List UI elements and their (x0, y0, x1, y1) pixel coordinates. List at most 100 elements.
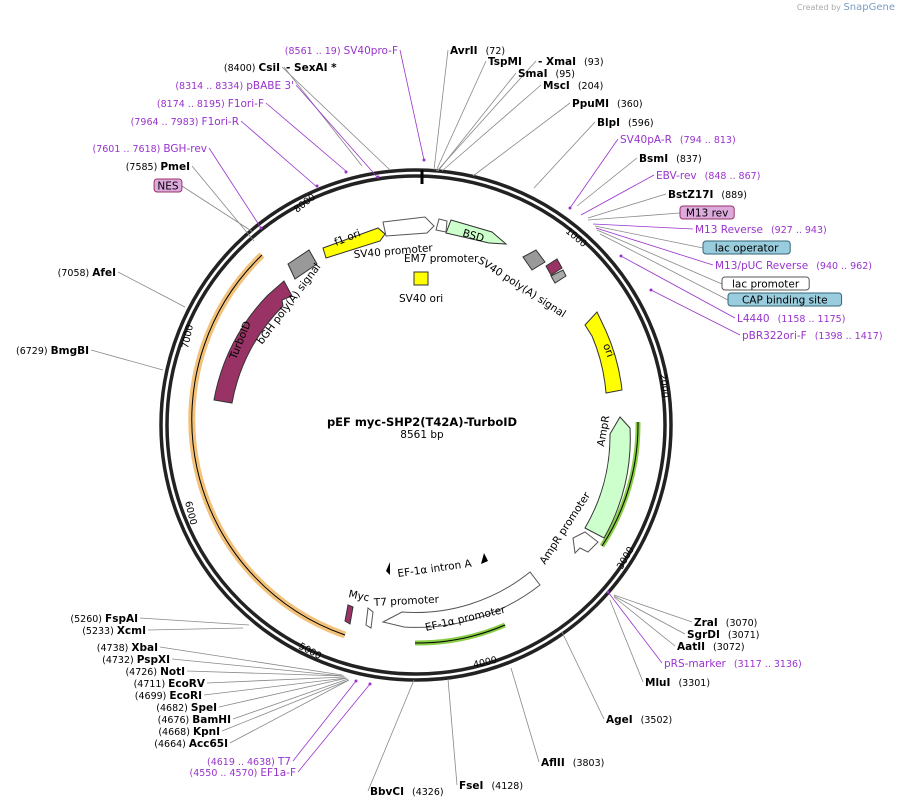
primer-name: F1ori-F (228, 98, 264, 110)
bgh-polya-feature[interactable] (287, 249, 318, 280)
primer-label[interactable]: (4619 .. 4638) T7 (207, 756, 291, 768)
primer-position: (794 .. 813) (680, 135, 736, 146)
enzyme-name: CsiI (259, 62, 280, 74)
primer-label[interactable]: M13/pUC Reverse(940 .. 962) (715, 260, 872, 272)
primer-leader (295, 84, 379, 179)
primer-label[interactable]: L4440(1158 .. 1175) (737, 313, 845, 325)
primer-label[interactable]: SV40pA-R(794 .. 813) (620, 134, 736, 146)
primer-leader (607, 591, 663, 664)
primer-label[interactable]: (7964 .. 7983) F1ori-R (131, 116, 239, 128)
enzyme-position: (5233) (82, 626, 117, 637)
enzyme-site-label[interactable]: SgrDI(3071) (687, 629, 759, 641)
enzyme-site-label[interactable]: (4664) Acc65I (154, 738, 228, 750)
enzyme-site-label[interactable]: (7585) PmeI (126, 161, 190, 173)
enzyme-site-label[interactable]: (5260) FspAI (70, 613, 138, 625)
enzyme-site-label[interactable]: AflII(3803) (541, 757, 604, 769)
enzyme-leader (437, 72, 517, 172)
enzyme-site-label[interactable]: (6729) BmgBI (16, 345, 89, 357)
enzyme-site-label[interactable]: (5233) XcmI (82, 625, 146, 637)
primer-position: (927 .. 943) (771, 225, 827, 236)
t7-feature[interactable] (365, 607, 374, 629)
turboid-feature[interactable] (213, 280, 293, 404)
boxed-feature-box[interactable] (702, 240, 791, 255)
sv40-ori-label: SV40 ori (399, 293, 443, 305)
enzyme-leader (433, 49, 449, 171)
boxed-feature-box[interactable] (679, 205, 735, 220)
primer-label[interactable]: pBR322ori-F(1398 .. 1417) (742, 330, 883, 342)
primer-position: (8174 .. 8195) (157, 99, 228, 110)
enzyme-site-label[interactable]: SmaI(95) (518, 68, 575, 80)
boxed-feature-box[interactable] (727, 292, 843, 307)
enzyme-site-label[interactable]: (4726) NotI (125, 666, 185, 678)
enzyme-site-label[interactable]: (4738) XbaI (97, 642, 158, 654)
enzyme-site-label[interactable]: BbvCI(4326) (370, 786, 444, 798)
sv40-polya-feature[interactable] (522, 249, 546, 271)
primer-name: EBV-rev (656, 170, 697, 182)
enzyme-site-label[interactable]: (4668) KpnI (158, 726, 220, 738)
primer-label[interactable]: (8561 .. 19) SV40pro-F (285, 45, 398, 57)
primer-name: BGH-rev (163, 143, 207, 155)
enzyme-site-label[interactable]: BlpI(596) (597, 117, 654, 129)
enzyme-leader (186, 670, 345, 677)
primer-label[interactable]: EBV-rev(848 .. 867) (656, 170, 760, 182)
primer-leader (208, 147, 262, 229)
f1-ori-feature[interactable] (322, 227, 386, 259)
ori-feature[interactable] (584, 311, 623, 394)
enzyme-site-label[interactable]: BstZ17I(889) (668, 189, 747, 201)
enzyme-site-label[interactable]: - XmaI(93) (538, 56, 604, 68)
ampr-feature[interactable] (584, 416, 631, 539)
enzyme-site-label[interactable]: (7058) AfeI (58, 267, 116, 279)
enzyme-site-label[interactable]: MscI(204) (543, 80, 603, 92)
enzyme-name: AvrII (450, 45, 478, 57)
primer-label[interactable]: (7601 .. 7618) BGH-rev (93, 143, 207, 155)
enzyme-site-label[interactable]: (4732) PspXI (102, 654, 170, 666)
enzyme-position: (7058) (58, 268, 93, 279)
enzyme-site-label[interactable]: MluI(3301) (645, 677, 710, 689)
myc-feature[interactable] (344, 604, 354, 625)
sv40-promoter-feature[interactable] (382, 216, 435, 237)
enzyme-position: (95) (556, 69, 576, 80)
enzyme-site-label[interactable]: (4676) BamHI (158, 714, 231, 726)
features (213, 216, 631, 629)
primer-label[interactable]: pRS-marker(3117 .. 3136) (664, 658, 802, 670)
enzyme-site-label[interactable]: - SexAI * (286, 62, 337, 74)
enzyme-site-label[interactable]: FseI(4128) (459, 780, 523, 792)
turboid-span (191, 254, 346, 636)
enzyme-site-label[interactable]: (8400) CsiI (224, 62, 280, 74)
enzyme-site-label[interactable]: (4699) EcoRI (135, 690, 202, 702)
primer-label[interactable]: (8314 .. 8334) pBABE 3' (175, 80, 294, 92)
enzyme-position: (360) (617, 99, 643, 110)
credit-prefix: Created by (796, 3, 841, 12)
primer-label[interactable]: M13 Reverse(927 .. 943) (695, 224, 827, 236)
ampr-promoter-feature[interactable] (572, 531, 599, 555)
enzyme-site-label[interactable]: ZraI(3070) (694, 617, 757, 629)
enzyme-site-label[interactable]: TspMI (488, 56, 522, 68)
enzyme-leader (171, 658, 344, 677)
enzyme-name: KpnI (193, 726, 220, 738)
em7-feature[interactable] (435, 218, 448, 233)
enzyme-site-label[interactable]: (4682) SpeI (156, 702, 217, 714)
enzyme-site-label[interactable]: AgeI(3502) (606, 714, 672, 726)
enzyme-site-label[interactable]: AvrII(72) (450, 45, 505, 57)
feature-leader (596, 229, 723, 285)
boxed-feature-box[interactable] (153, 178, 183, 193)
ef1a-promoter-feature[interactable] (381, 571, 541, 628)
boxed-feature-box[interactable] (721, 276, 810, 291)
enzyme-name: XcmI (117, 625, 146, 637)
enzyme-position: (837) (676, 154, 702, 165)
bsd-feature[interactable] (445, 219, 508, 245)
enzyme-leader (510, 667, 540, 763)
enzyme-site-label[interactable]: PpuMI(360) (572, 98, 643, 110)
sv40-ori-feature[interactable] (413, 271, 429, 286)
enzyme-site-label[interactable]: (4711) EcoRV (134, 678, 206, 690)
enzyme-name: EcoRI (169, 690, 202, 702)
tick-2000: 2000 (657, 373, 670, 398)
enzyme-position: (4738) (97, 643, 132, 654)
enzyme-name: NotI (160, 666, 185, 678)
enzyme-site-label[interactable]: BsmI(837) (639, 153, 702, 165)
enzyme-name: SgrDI (687, 629, 720, 641)
primer-label[interactable]: (4550 .. 4570) EF1a-F (190, 767, 297, 779)
tick-1000: 1000 (563, 226, 589, 250)
primer-label[interactable]: (8174 .. 8195) F1ori-F (157, 98, 264, 110)
enzyme-site-label[interactable]: AatII(3072) (677, 641, 745, 653)
